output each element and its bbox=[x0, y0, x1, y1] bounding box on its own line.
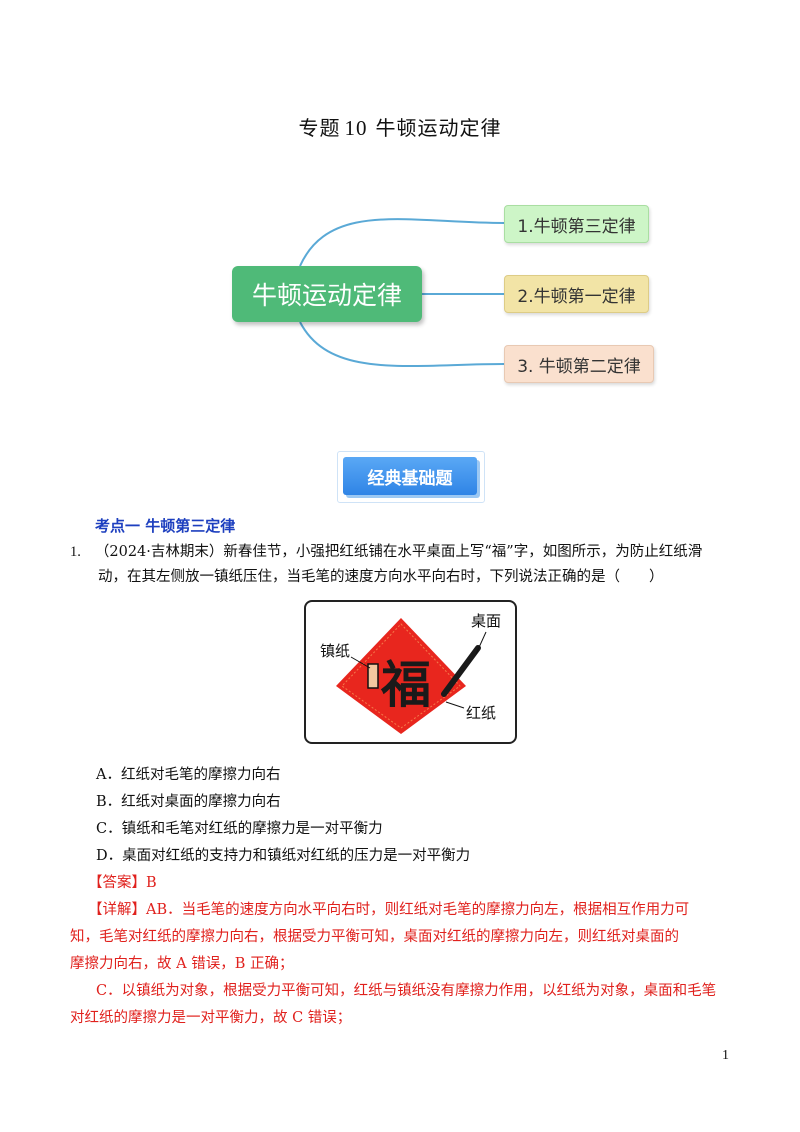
label-desk: 桌面 bbox=[471, 612, 501, 630]
question-text-1: （2024·吉林期末）新春佳节，小强把红纸铺在水平桌面上写“福”字，如图所示，为… bbox=[94, 544, 703, 560]
label-paper: 红纸 bbox=[466, 704, 496, 722]
page-number: 1 bbox=[722, 1048, 729, 1063]
figure-illustration: 福 桌面 镇纸 红纸 bbox=[320, 612, 501, 734]
question-figure: 福 桌面 镇纸 红纸 bbox=[304, 600, 517, 744]
mindmap-central-node: 牛顿运动定律 bbox=[232, 266, 422, 322]
question-number: 1. bbox=[70, 544, 81, 560]
detail-line-4: C．以镇纸为对象，根据受力平衡可知，红纸与镇纸没有摩擦力作用，以红纸为对象，桌面… bbox=[96, 983, 717, 999]
fu-character: 福 bbox=[380, 655, 431, 714]
option-d: D．桌面对红纸的支持力和镇纸对红纸的压力是一对平衡力 bbox=[96, 848, 471, 864]
detail-line-1: 【详解】AB．当毛笔的速度方向水平向右时，则红纸对毛笔的摩擦力向左，根据相互作用… bbox=[88, 902, 690, 918]
detail-line-5: 对红纸的摩擦力是一对平衡力，故 C 错误； bbox=[70, 1010, 352, 1026]
paper-pointer bbox=[445, 701, 465, 709]
paperweight-shape bbox=[367, 663, 379, 689]
title-prefix: 专题 bbox=[298, 116, 341, 140]
section-heading: 考点一 牛顿第三定律 bbox=[95, 517, 236, 535]
paper-pattern bbox=[341, 623, 461, 729]
mindmap-connectors bbox=[299, 218, 505, 368]
title-text: 牛顿运动定律 bbox=[375, 116, 502, 140]
title-number: 10 bbox=[344, 116, 368, 140]
connector-1 bbox=[299, 218, 505, 267]
mindmap-branch-2: 2.牛顿第一定律 bbox=[504, 275, 649, 313]
section-banner: 经典基础题 bbox=[343, 457, 477, 495]
label-weight: 镇纸 bbox=[320, 642, 350, 660]
question-line-2: 动，在其左侧放一镇纸压住，当毛笔的速度方向水平向右时，下列说法正确的是（ ） bbox=[98, 569, 664, 585]
detail-line-3: 摩擦力向右，故 A 错误，B 正确； bbox=[70, 956, 294, 972]
mindmap-branch-3: 3. 牛顿第二定律 bbox=[504, 345, 654, 383]
weight-pointer bbox=[350, 656, 371, 669]
question-line-1: 1. （2024·吉林期末）新春佳节，小强把红纸铺在水平桌面上写“福”字，如图所示… bbox=[70, 540, 730, 565]
desk-pointer bbox=[475, 631, 487, 655]
option-a: A．红纸对毛笔的摩擦力向右 bbox=[96, 767, 281, 783]
mindmap-branch-1: 1.牛顿第三定律 bbox=[504, 205, 649, 243]
banner-frame bbox=[337, 451, 485, 503]
option-b: B．红纸对桌面的摩擦力向右 bbox=[96, 794, 281, 810]
brush-shape bbox=[441, 645, 481, 697]
answer-line: 【答案】B bbox=[88, 875, 157, 891]
connector-3 bbox=[299, 321, 505, 368]
option-c: C．镇纸和毛笔对红纸的摩擦力是一对平衡力 bbox=[96, 821, 383, 837]
detail-line-2: 知，毛笔对红纸的摩擦力向右，根据受力平衡可知，桌面对红纸的摩擦力向左，则红纸对桌… bbox=[70, 929, 679, 945]
